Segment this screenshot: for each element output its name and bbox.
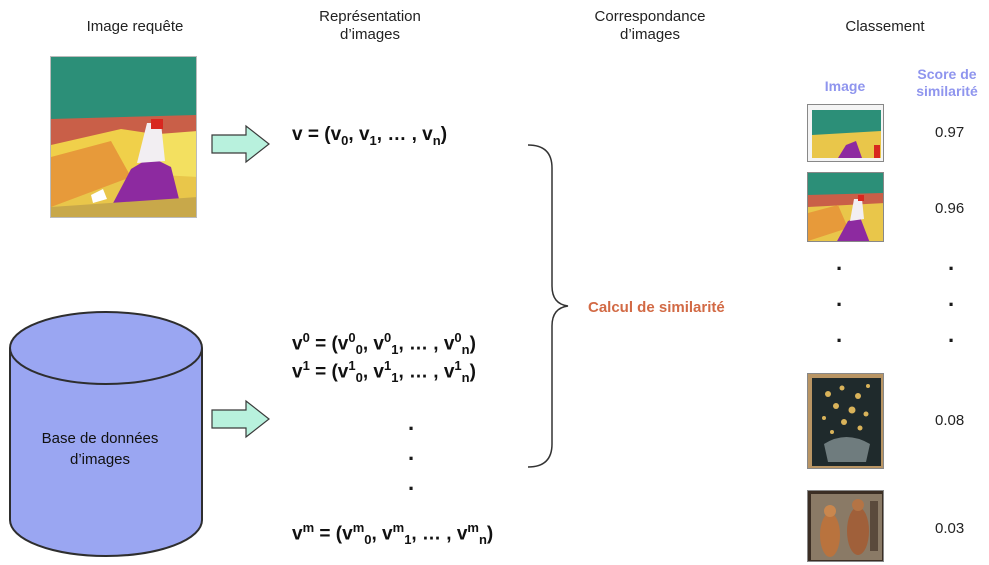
ranking-score-4: 0.03 xyxy=(935,520,965,537)
ranking-score-2: 0.96 xyxy=(935,200,965,217)
header-matching: Correspondance d’images xyxy=(594,8,706,43)
query-painting-illustration xyxy=(51,57,196,217)
header-ranking: Classement xyxy=(845,18,925,35)
db-vector-1: v1 = (v10, v11, … , v1n) xyxy=(292,358,476,386)
ranking-score-dot-1: · xyxy=(948,256,956,281)
ranking-image-dot-2: · xyxy=(836,292,844,317)
vector-dot-3: . xyxy=(408,470,415,495)
ranking-image-dot-3: · xyxy=(836,328,844,353)
ranking-score-3: 0.08 xyxy=(935,412,965,429)
header-representation: Représentation d’images xyxy=(319,8,421,43)
header-query-image: Image requête xyxy=(86,18,184,35)
curly-brace-icon xyxy=(527,144,569,468)
arrow-database-to-vectors xyxy=(211,399,270,439)
db-vector-m: vm = (vm0, vm1, … , vmn) xyxy=(292,520,494,548)
ranking-score-1: 0.97 xyxy=(935,124,965,141)
ranking-score-dot-2: · xyxy=(948,292,956,317)
query-image xyxy=(50,56,197,218)
ranking-thumb-3 xyxy=(807,373,884,469)
database-label: Base de données d’images xyxy=(41,430,159,468)
ranking-score-dot-3: · xyxy=(948,328,956,353)
ranking-image-dot-1: · xyxy=(836,256,844,281)
similarity-calculation-label: Calcul de similarité xyxy=(588,299,725,316)
arrow-query-to-vector xyxy=(211,124,270,164)
vector-dot-2: . xyxy=(408,440,415,465)
db-vector-0: v0 = (v00, v01, … , v0n) xyxy=(292,330,476,358)
ranking-image-column-header: Image xyxy=(824,78,866,94)
ranking-thumb-1 xyxy=(807,104,884,162)
database-cylinder-icon xyxy=(9,311,203,557)
vector-dot-1: . xyxy=(408,410,415,435)
ranking-thumb-2 xyxy=(807,172,884,242)
query-vector-formula: v = (v0, v1, … , vn) xyxy=(292,124,448,148)
ranking-thumb-4 xyxy=(807,490,884,562)
ranking-score-column-header: Score de similarité xyxy=(916,66,978,99)
